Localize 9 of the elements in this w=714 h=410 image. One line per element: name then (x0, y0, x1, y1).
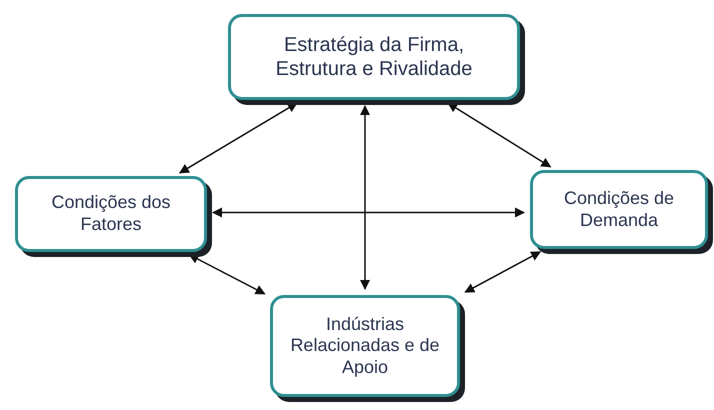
box-label: Indústrias Relacionadas e de Apoio (290, 314, 440, 378)
double-arrow (360, 105, 370, 290)
box-label: Estratégia da Firma, Estrutura e Rivalidade (274, 33, 474, 81)
double-arrow (188, 254, 266, 295)
box-label: Condições de Demanda (562, 188, 676, 232)
box-label: Condições dos Fatores (50, 192, 172, 236)
double-arrow (178, 102, 298, 174)
double-arrow (464, 251, 542, 293)
double-arrow (447, 102, 552, 168)
